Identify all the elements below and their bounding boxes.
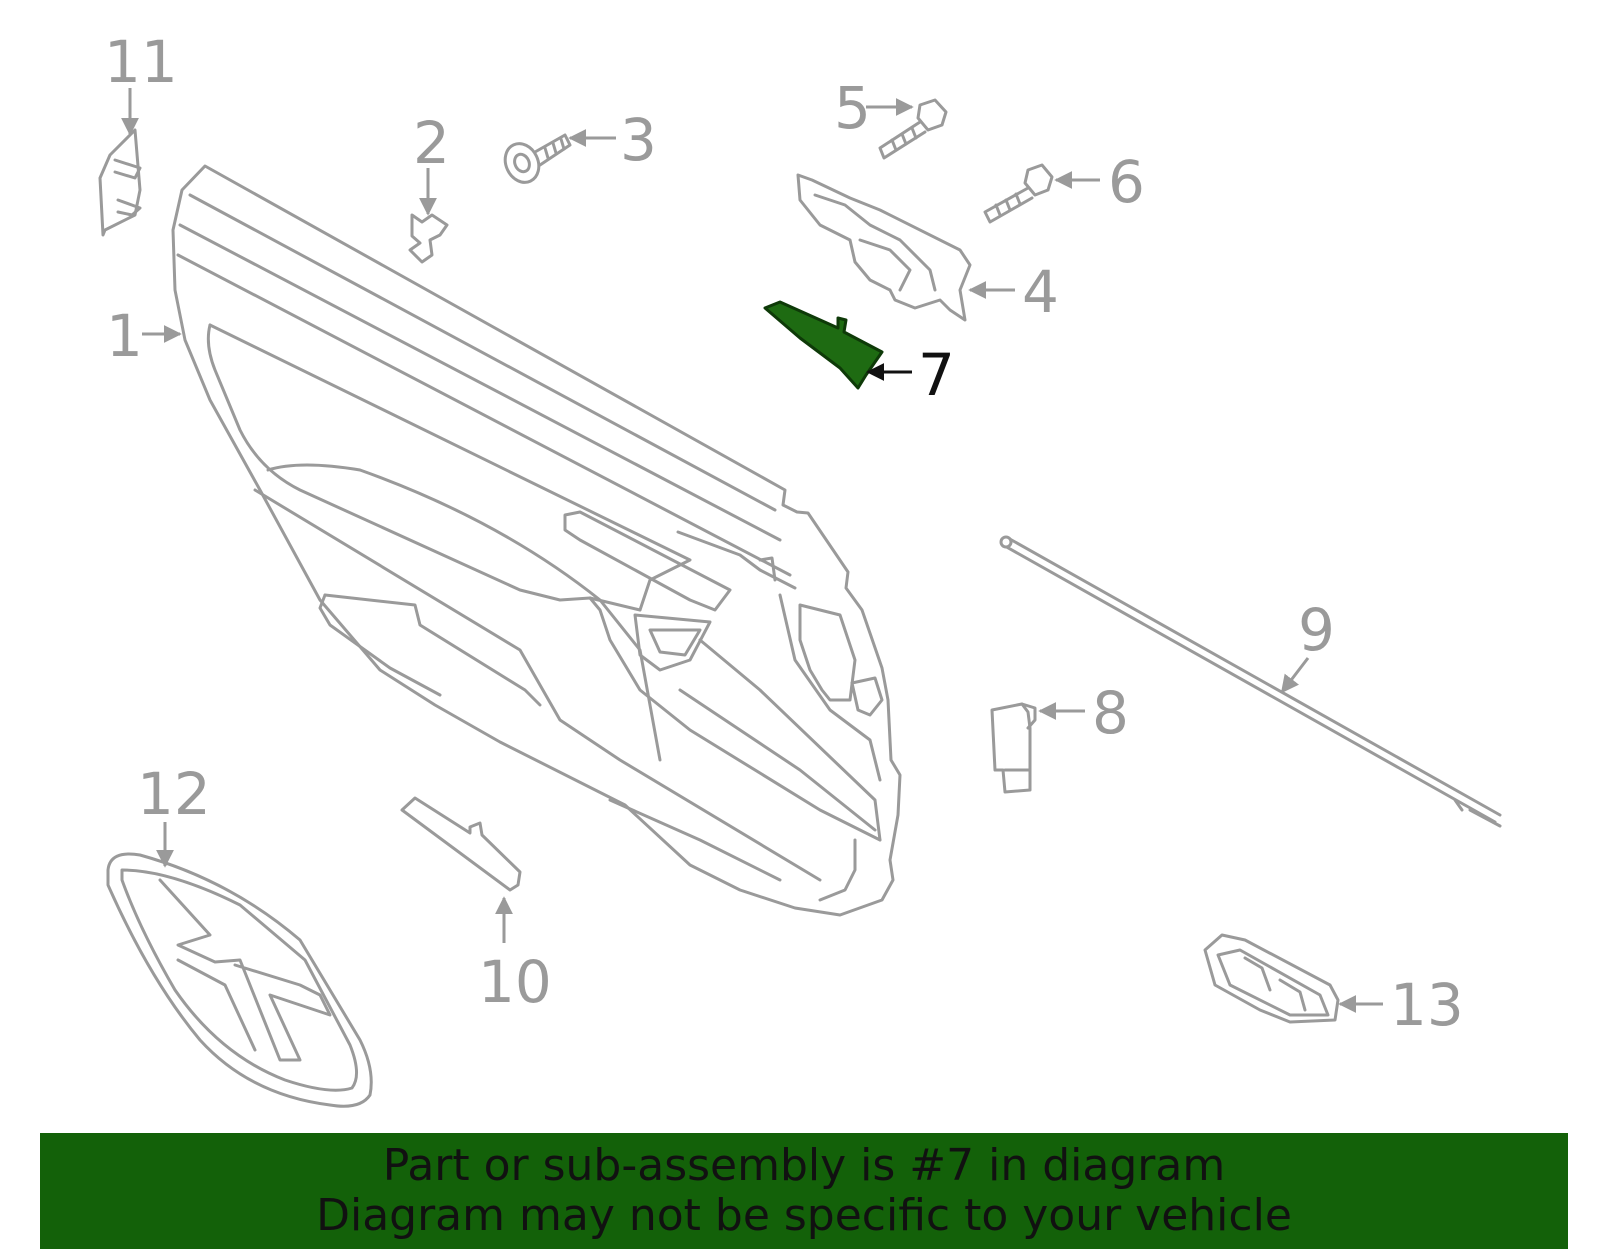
callout-5: 5: [834, 74, 871, 142]
callout-12: 12: [137, 760, 211, 828]
part-12-bezel: [106, 852, 373, 1108]
part-5-bolt: [878, 98, 948, 160]
part-6-bolt: [983, 163, 1054, 224]
leader-arrows: [121, 88, 1383, 1013]
callout-11: 11: [104, 28, 178, 96]
part-1-door-trim-panel: [171, 164, 902, 917]
callout-9: 9: [1298, 596, 1335, 664]
callout-13: 13: [1390, 971, 1464, 1039]
part-13-switch: [1203, 933, 1340, 1024]
callout-2: 2: [413, 109, 450, 177]
part-9-rod: [999, 535, 1502, 828]
part-3-screw: [503, 133, 572, 184]
part-10-strip: [400, 796, 522, 892]
part-11-end-cap: [98, 128, 142, 237]
callout-8: 8: [1092, 679, 1129, 747]
callout-6: 6: [1108, 148, 1145, 216]
banner-line-part: Part or sub-assembly is #7 in diagram: [382, 1140, 1226, 1191]
callout-1: 1: [106, 302, 143, 370]
part-4-bracket: [796, 173, 972, 322]
part-8-sensor: [990, 702, 1037, 794]
callout-4: 4: [1022, 258, 1059, 326]
info-banner: Part or sub-assembly is #7 in diagram Di…: [40, 1133, 1568, 1249]
callout-labels: 1 2 3 4 5 6 7 8 9 10 11 12 13: [104, 28, 1464, 1039]
callout-10: 10: [478, 948, 552, 1016]
part-7-highlighted-trim: [763, 300, 884, 390]
callout-3: 3: [620, 106, 657, 174]
part-2-clip: [408, 213, 449, 264]
banner-line-disclaimer: Diagram may not be specific to your vehi…: [316, 1190, 1292, 1241]
arrow-9: [1280, 657, 1310, 694]
callout-7: 7: [918, 341, 955, 409]
